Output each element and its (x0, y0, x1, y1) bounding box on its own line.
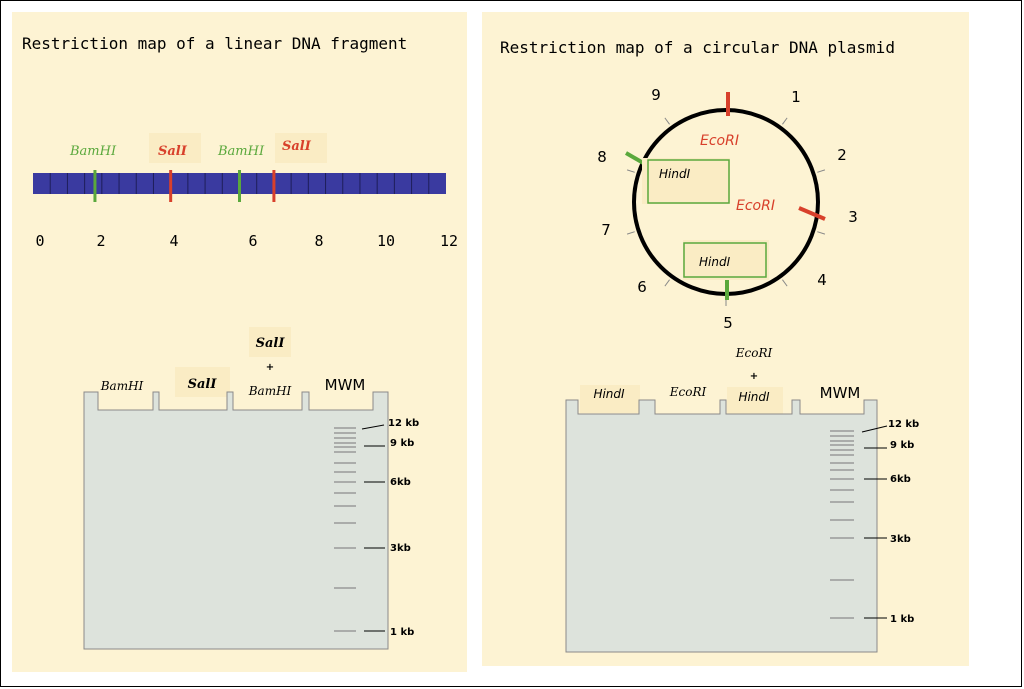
clock-number: 4 (817, 271, 827, 289)
molecular-weight-ladder (334, 427, 356, 632)
hindi-box-bg (683, 240, 769, 280)
hindi-box-2 (683, 242, 767, 278)
restriction-sites (93, 170, 276, 202)
clock-number: 9 (651, 86, 661, 104)
clock-tick (626, 169, 635, 173)
lane-label-sali-bamhi-bottom: BamHI (248, 384, 292, 398)
lane-label-sali: SalI (188, 377, 218, 392)
marker-label-3kb: 3kb (890, 534, 911, 545)
marker-pointer (361, 424, 385, 430)
linear-dna-panel: Restriction map of a linear DNA fragment… (12, 12, 467, 672)
axis-tick-label: 10 (377, 232, 395, 250)
molecular-weight-ladder (830, 430, 854, 619)
circular-map-title: Restriction map of a circular DNA plasmi… (500, 38, 895, 57)
ecori-label-1: EcoRI (700, 133, 739, 149)
axis-tick-label: 0 (35, 232, 44, 250)
clock-number: 8 (597, 148, 607, 166)
marker-label-12kb: 12 kb (888, 419, 919, 430)
lane-label-plus: + (266, 362, 274, 373)
site-label-bamhi-1: BamHI (69, 144, 117, 159)
lane-label-ecori: EcoRI (669, 385, 707, 399)
agarose-gel (565, 399, 878, 653)
lane-label-ecori-hindi-top: EcoRI (735, 346, 773, 360)
circular-plasmid-panel: Restriction map of a circular DNA plasmi… (482, 12, 969, 666)
hindi-site-1 (624, 151, 647, 166)
marker-label-1kb: 1 kb (390, 627, 414, 638)
lane-label-bg (249, 327, 291, 357)
lane-label-bg (580, 385, 640, 413)
hindi-label-1: HindI (659, 167, 691, 181)
axis-tick-label: 12 (440, 232, 458, 250)
clock-tick (782, 117, 788, 125)
marker-label-1kb: 1 kb (890, 614, 914, 625)
site-label-bamhi-2: BamHI (217, 144, 265, 159)
clock-tick (817, 169, 826, 173)
marker-label-3kb: 3kb (390, 543, 411, 554)
marker-label-6kb: 6kb (890, 474, 911, 485)
hindi-label-2: HindI (699, 255, 731, 269)
lane-label-bg (175, 367, 230, 397)
lane-label-sali-bamhi-top: SalI (256, 336, 286, 351)
clock-tick (782, 279, 788, 287)
linear-map-title: Restriction map of a linear DNA fragment (22, 34, 408, 53)
marker-label-9kb: 9 kb (890, 440, 914, 451)
clock-tick (626, 231, 635, 235)
marker-label-12kb: 12 kb (388, 418, 419, 429)
lane-label-bg (727, 387, 783, 415)
ecori-label-2: EcoRI (736, 198, 775, 214)
linear-map-figure: BamHI SalI BamHI SalI 0 2 4 6 8 10 12 Ba… (33, 133, 458, 650)
lane-label-mwm: MWM (820, 384, 861, 402)
clock-tick (817, 231, 826, 235)
lane-label-ecori-hindi-bottom: HindI (738, 390, 770, 404)
clock-number: 7 (601, 221, 611, 239)
axis-tick-label: 4 (169, 232, 178, 250)
axis-tick-label: 8 (314, 232, 323, 250)
agarose-gel (83, 391, 389, 650)
marker-label-6kb: 6kb (390, 477, 411, 488)
lane-label-mwm: MWM (325, 376, 366, 394)
circular-map-figure: HindI HindI EcoRI EcoRI 1 2 3 4 5 6 7 8 … (565, 86, 919, 653)
sali-label-bg-1 (149, 133, 201, 163)
clock-ticks (626, 117, 826, 306)
marker-label-9kb: 9 kb (390, 438, 414, 449)
hindi-box-1 (647, 159, 730, 204)
hindi-box-bg (642, 158, 730, 204)
clock-number: 5 (723, 314, 733, 332)
clock-number: 6 (637, 278, 647, 296)
lane-label-plus: + (750, 371, 758, 382)
ecori-site-2 (798, 206, 826, 221)
sali-label-bg-2 (275, 133, 327, 163)
clock-number: 1 (791, 88, 801, 106)
site-label-sali-1: SalI (158, 144, 188, 159)
lane-label-hindi: HindI (593, 387, 625, 401)
clock-number: 3 (848, 208, 858, 226)
clock-tick (664, 279, 670, 287)
axis-tick-label: 2 (96, 232, 105, 250)
marker-pointer (861, 425, 888, 433)
clock-tick (664, 117, 670, 125)
site-label-sali-2: SalI (282, 139, 312, 154)
lane-label-bamhi: BamHI (100, 379, 144, 393)
clock-number: 2 (837, 146, 847, 164)
axis-tick-label: 6 (248, 232, 257, 250)
